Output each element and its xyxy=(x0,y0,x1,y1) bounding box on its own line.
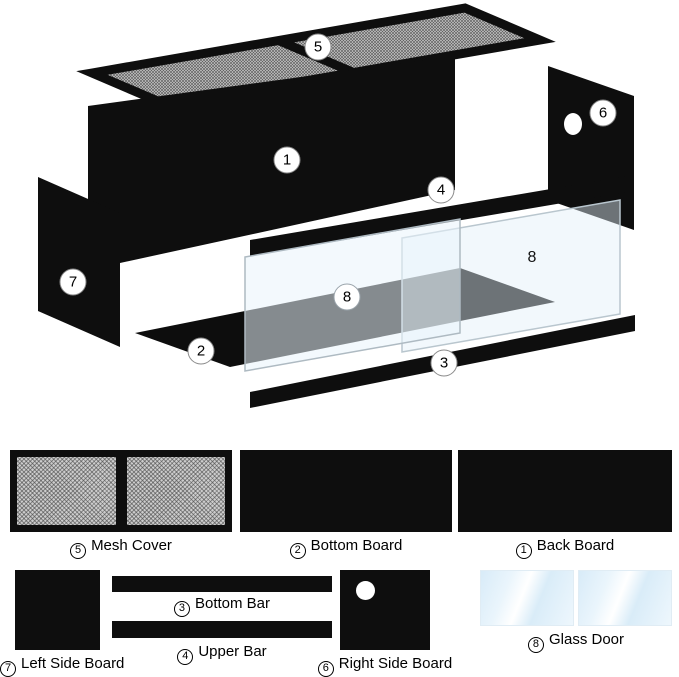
glass-pane-left xyxy=(480,570,574,626)
callout-bottom-bar: 3 xyxy=(430,349,458,377)
part-name: Right Side Board xyxy=(338,655,453,672)
cable-hole xyxy=(564,113,582,135)
part-name: Upper Bar xyxy=(198,643,267,660)
part-image-left-side-board xyxy=(15,570,100,650)
part-image-upper-bar xyxy=(112,621,332,638)
callout-right-side-board: 6 xyxy=(589,99,617,127)
part-name: Left Side Board xyxy=(21,655,125,672)
mesh-divider-bar xyxy=(115,457,127,525)
circled-number: 1 xyxy=(515,542,532,559)
mesh-texture-left xyxy=(17,457,116,525)
callout-number: 7 xyxy=(69,274,77,291)
part-name: Back Board xyxy=(536,537,615,554)
callout-upper-bar: 4 xyxy=(427,176,455,204)
callout-left-side-board: 7 xyxy=(59,268,87,296)
circled-number: 2 xyxy=(289,542,306,559)
exploded-view: 1 2 3 4 5 6 7 8 8 xyxy=(38,3,635,408)
circled-number: 4 xyxy=(177,648,194,665)
callout-number: 8 xyxy=(343,289,351,306)
callout-glass-door-front: 8 xyxy=(333,283,361,311)
callout-number: 4 xyxy=(437,182,445,199)
part-name: Glass Door xyxy=(548,631,625,648)
callout-number: 6 xyxy=(599,105,607,122)
callout-number: 5 xyxy=(314,39,322,56)
circled-number: 3 xyxy=(173,600,190,617)
cable-hole xyxy=(356,581,375,600)
part-image-bottom-board xyxy=(240,450,452,532)
upper-bar-part xyxy=(250,175,633,256)
legend-label-left-side-board: 7 Left Side Board xyxy=(0,655,124,677)
circled-number: 6 xyxy=(317,660,334,677)
circled-number: 7 xyxy=(0,660,16,677)
callout-number: 2 xyxy=(197,343,205,360)
part-image-right-side-board xyxy=(340,570,430,650)
part-image-back-board xyxy=(458,450,672,532)
part-image-bottom-bar xyxy=(112,576,332,592)
callout-glass-door-back: 8 xyxy=(528,249,537,266)
part-image-mesh-cover xyxy=(10,450,232,532)
glass-pane-right xyxy=(578,570,672,626)
left-side-board-panel xyxy=(38,177,120,347)
part-image-glass-door xyxy=(480,570,672,626)
part-name: Mesh Cover xyxy=(91,537,172,554)
callout-bottom-board: 2 xyxy=(187,337,215,365)
callout-number: 1 xyxy=(283,152,291,169)
back-board-panel xyxy=(88,56,455,270)
part-name: Bottom Bar xyxy=(194,595,271,612)
callout-back-board: 1 xyxy=(273,146,301,174)
part-name: Bottom Board xyxy=(310,537,403,554)
circled-number: 8 xyxy=(527,636,544,653)
mesh-texture-right xyxy=(126,457,225,525)
callout-number: 3 xyxy=(440,355,448,372)
circled-number: 5 xyxy=(70,542,87,559)
callout-mesh-cover: 5 xyxy=(304,33,332,61)
